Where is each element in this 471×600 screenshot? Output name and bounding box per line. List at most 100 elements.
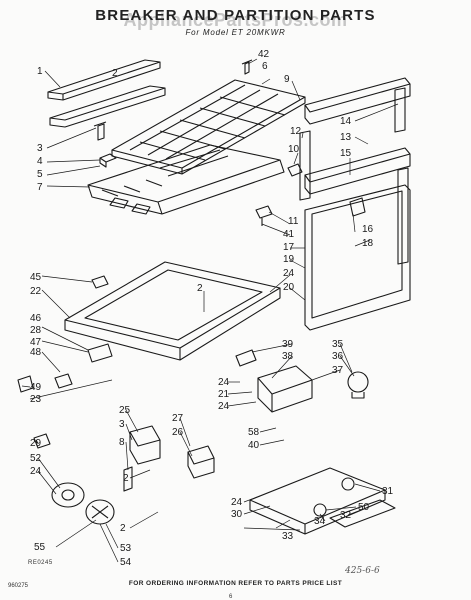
callout-label: 24 (283, 268, 295, 279)
part-breaker-base[interactable] (87, 144, 285, 215)
part-connector-48[interactable] (54, 373, 73, 389)
callout-label: 36 (332, 351, 344, 362)
callout-label: 39 (282, 339, 294, 350)
callout-label: 58 (248, 427, 260, 438)
callout-label: 15 (340, 148, 352, 159)
callout-label: 24 (231, 497, 243, 508)
callout-label: 32 (340, 510, 352, 521)
callout-label: 4 (37, 156, 43, 167)
callout-label: 35 (332, 339, 344, 350)
part-clip-5[interactable] (99, 153, 117, 168)
callout-label: 23 (30, 394, 42, 405)
callout-label: 6 (262, 61, 268, 72)
callout-label: 40 (248, 440, 260, 451)
callout-label: 12 (290, 126, 302, 137)
callout-label: 17 (283, 242, 295, 253)
part-partition-grille[interactable] (111, 79, 306, 175)
callout-label: 3 (119, 419, 125, 430)
part-breaker-trim-top[interactable] (47, 59, 161, 101)
model-subtitle: For Model ET 20MKWR (185, 28, 286, 37)
callout-label: 45 (30, 272, 42, 283)
callout-label: 28 (30, 325, 42, 336)
callout-label: 16 (362, 224, 374, 235)
part-control-25[interactable] (129, 425, 161, 465)
callout-label: 50 (358, 502, 370, 513)
callout-label: 14 (340, 116, 352, 127)
callout-label: 10 (288, 144, 300, 155)
part-end-cap-32[interactable] (329, 499, 396, 528)
callout-labels: 1 2 3 4 5 7 42 6 9 14 12 13 10 15 11 41 … (30, 49, 394, 568)
part-light-bulb-35[interactable] (347, 371, 369, 399)
part-clip-45[interactable] (91, 275, 109, 289)
part-breaker-tray-22[interactable] (64, 261, 281, 361)
callout-label: 21 (218, 389, 230, 400)
callout-label: 38 (282, 351, 294, 362)
callout-label: 47 (30, 337, 42, 348)
part-mount-29[interactable] (33, 433, 51, 449)
part-partition-panel-15[interactable] (304, 147, 411, 195)
handwritten-note: 425-6-6 (345, 566, 380, 576)
callout-label: 1 (37, 66, 43, 77)
part-screw-42[interactable] (241, 59, 253, 75)
callout-label: 2 (197, 283, 203, 294)
callout-label: 24 (218, 401, 230, 412)
callout-label: 24 (218, 377, 230, 388)
part-switch-49[interactable] (17, 375, 34, 393)
callout-label: 48 (30, 347, 42, 358)
callout-label: 22 (30, 286, 42, 297)
callout-label: 20 (283, 282, 295, 293)
callout-label: 3 (37, 143, 43, 154)
part-fastener-11[interactable] (255, 205, 273, 226)
ordering-note: FOR ORDERING INFORMATION REFER TO PARTS … (128, 580, 343, 587)
callout-label: 18 (362, 238, 374, 249)
part-bracket-10[interactable] (287, 163, 303, 177)
callout-label: 37 (332, 365, 344, 376)
part-harness-8[interactable] (123, 466, 133, 492)
part-fan-53[interactable] (85, 499, 115, 525)
callout-label: 49 (30, 382, 42, 393)
part-switch-26[interactable] (187, 445, 215, 479)
callout-leaders (21, 58, 399, 563)
part-shield-39[interactable] (235, 349, 257, 367)
page-number: 6 (229, 594, 233, 600)
document-number: 960275 (8, 583, 29, 589)
callout-label: 30 (231, 509, 243, 520)
callout-label: 19 (283, 254, 295, 265)
callout-label: 54 (120, 557, 132, 568)
watermark-text: AppliancePartsPros.com (123, 10, 348, 30)
part-screw[interactable] (93, 121, 107, 141)
callout-label: 25 (119, 405, 131, 416)
part-divider-stile[interactable] (394, 87, 406, 133)
callout-label: 33 (282, 531, 294, 542)
callout-label: 27 (172, 413, 184, 424)
part-partition-panel-14[interactable] (304, 77, 411, 125)
callout-label: 26 (172, 427, 184, 438)
part-motor-52[interactable] (51, 482, 85, 508)
reference-code: RE0245 (28, 560, 53, 566)
part-housing-46[interactable] (87, 343, 113, 363)
callout-label: 41 (283, 229, 295, 240)
callout-label: 42 (258, 49, 270, 60)
callout-label: 9 (284, 74, 290, 85)
callout-label: 11 (288, 216, 299, 227)
callout-label: 5 (37, 169, 43, 180)
part-light-housing[interactable] (257, 365, 313, 413)
callout-label: 7 (37, 182, 43, 193)
part-breaker-trim-lower[interactable] (49, 85, 166, 128)
callout-label: 53 (120, 543, 132, 554)
callout-label: 24 (30, 466, 42, 477)
callout-label: 2 (112, 68, 118, 79)
part-door-frame[interactable] (299, 130, 411, 331)
callout-label: 2 (120, 523, 126, 534)
callout-label: 55 (34, 542, 46, 553)
callout-label: 52 (30, 453, 42, 464)
callout-label: 13 (340, 132, 352, 143)
callout-label: 8 (119, 437, 125, 448)
callout-label: 34 (314, 516, 326, 527)
part-thermostat-16[interactable] (349, 197, 366, 217)
callout-label: 31 (382, 486, 394, 497)
callout-label: 46 (30, 313, 42, 324)
part-rail-31[interactable] (249, 467, 386, 535)
